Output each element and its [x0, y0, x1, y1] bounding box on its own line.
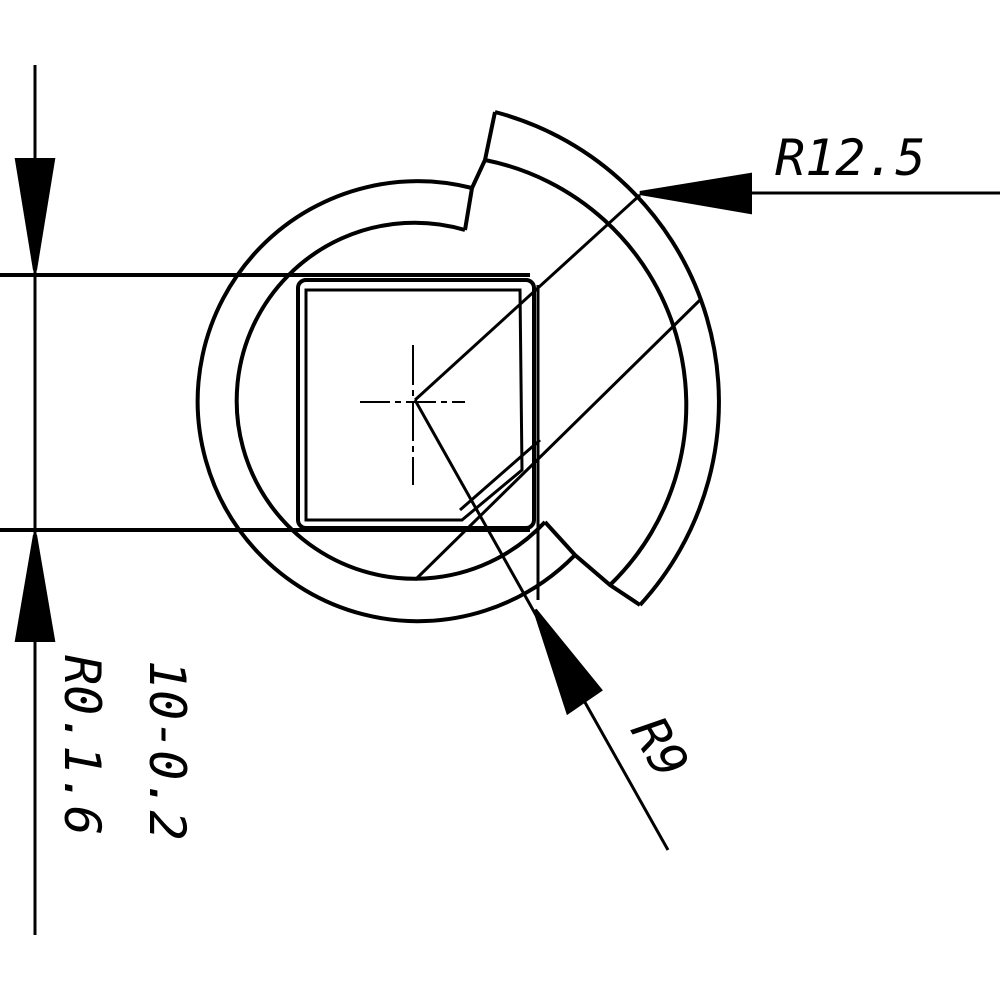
arrow-up — [14, 534, 56, 642]
ring-inner-arc — [234, 220, 547, 581]
construction-line-2 — [413, 298, 702, 582]
arrow-r9 — [533, 608, 603, 716]
construction-line-1 — [413, 193, 642, 402]
notch-top — [463, 111, 497, 231]
arrow-r12-5 — [639, 172, 752, 215]
ring-outer-arc — [195, 179, 577, 624]
sector-outer-arc — [494, 110, 721, 607]
square-outer — [296, 278, 536, 530]
sector-inner-arc — [484, 158, 689, 587]
construction-line-3 — [459, 438, 541, 512]
square-inner — [304, 288, 524, 522]
notch-bottom — [543, 520, 642, 607]
arrow-down — [14, 158, 56, 271]
